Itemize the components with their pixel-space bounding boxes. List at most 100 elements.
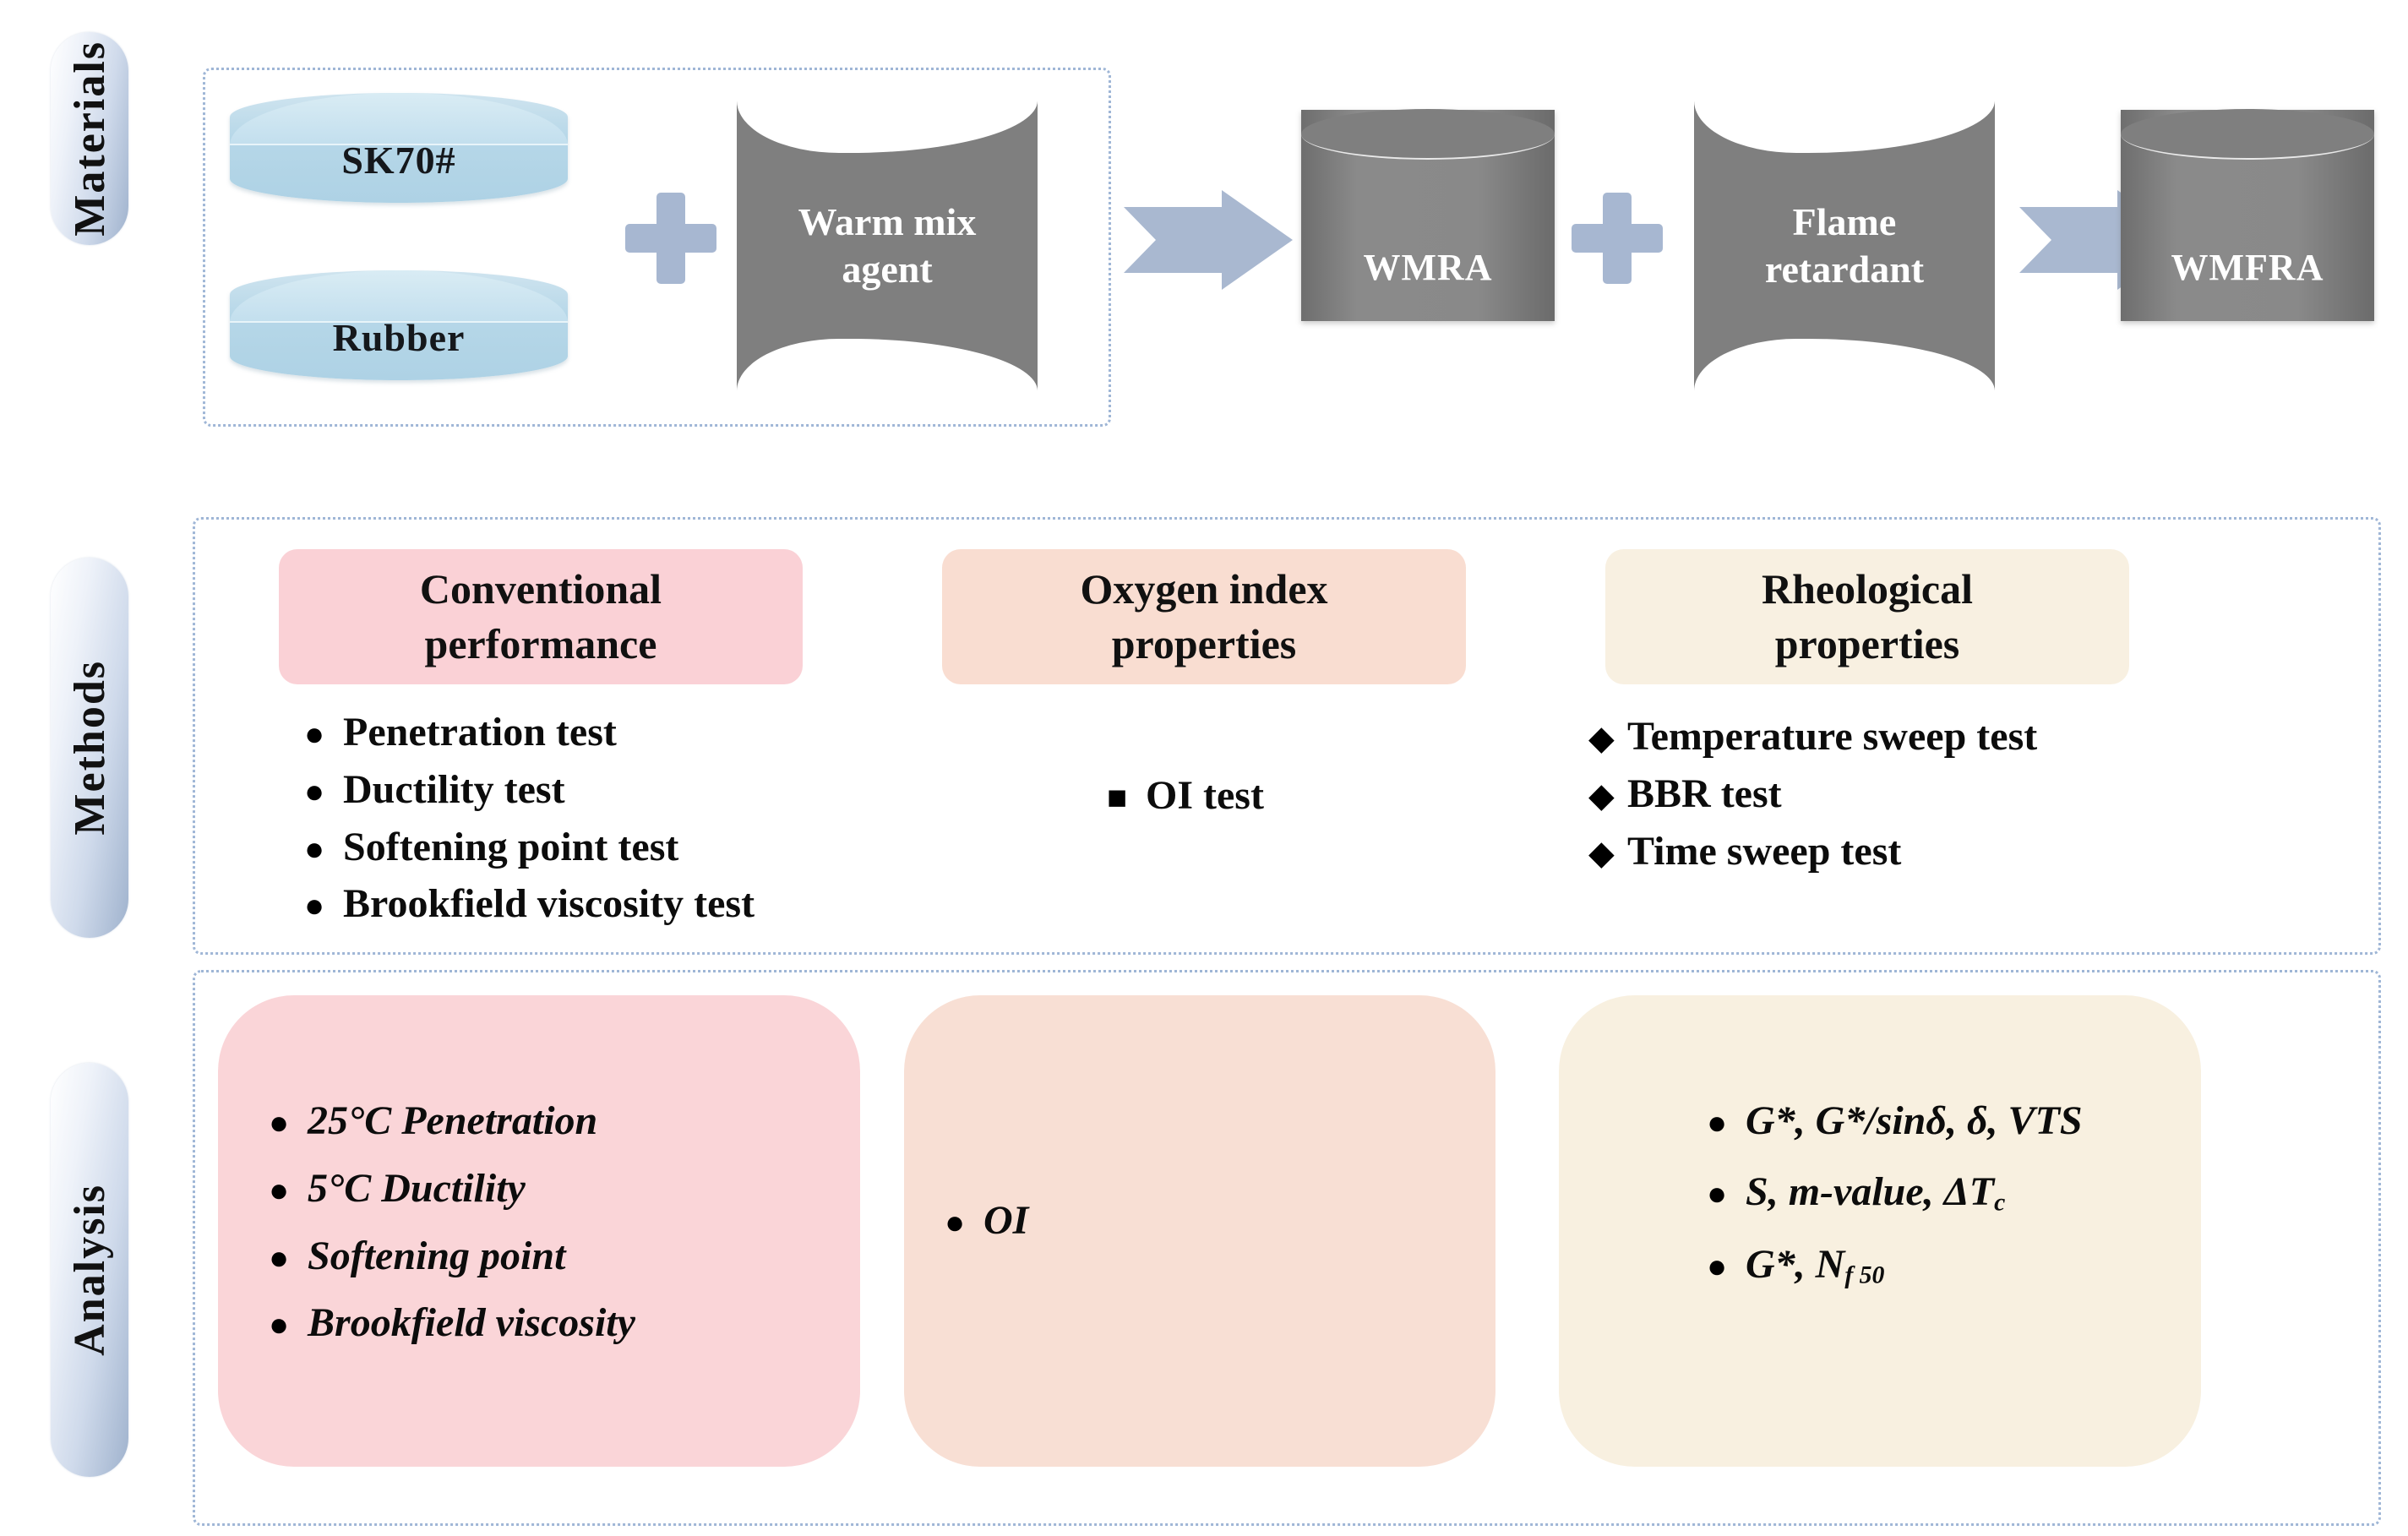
list-item[interactable]: ● G*, Nf 50 [1707, 1242, 2083, 1289]
warm-mix-agent-label: Warm mix agent [798, 199, 977, 293]
list-item[interactable]: ◆ BBR test [1588, 771, 2037, 817]
flame-retardant-label: Flame retardant [1765, 199, 1924, 293]
methods-header-oxygen-line1: Oxygen index [1080, 565, 1328, 613]
material-disc-rubber: Rubber [230, 270, 568, 380]
methods-header-rheological-label: Rheological properties [1762, 562, 1973, 672]
methods-header-rheological-line1: Rheological [1762, 565, 1973, 613]
analysis-frame [193, 970, 2381, 1526]
row-label-analysis-text: Analysis [65, 1184, 114, 1356]
bullet-circle-icon: ● [304, 771, 325, 810]
methods-header-conventional[interactable]: Conventional performance [279, 549, 803, 684]
flag-wave-bottom-1 [737, 339, 1038, 391]
methods-frame [193, 517, 2381, 955]
list-item-label: Ductility test [343, 766, 565, 812]
flame-retardant-line2: retardant [1764, 248, 1925, 291]
product-cylinder-wmfra: WMFRA [2121, 109, 2374, 321]
flag-wave-top-2 [1694, 101, 1995, 153]
analysis-list-oxygen: ● OI [945, 1198, 1028, 1255]
list-item-label: Brookfield viscosity [308, 1300, 635, 1346]
methods-header-rheological[interactable]: Rheological properties [1605, 549, 2129, 684]
bullet-diamond-icon: ◆ [1588, 776, 1615, 814]
bullet-square-icon: ■ [1107, 778, 1128, 816]
list-item-label: OI [983, 1198, 1029, 1243]
bullet-circle-icon: ● [269, 1170, 290, 1209]
methods-list-conventional: ● Penetration test ● Ductility test ● So… [304, 710, 755, 939]
analysis-box-oxygen[interactable] [904, 995, 1495, 1467]
methods-header-conventional-line1: Conventional [419, 565, 662, 613]
list-item[interactable]: ● OI [945, 1198, 1028, 1244]
plus-icon-2-bar-v [1603, 193, 1632, 284]
flag-wave-top-1 [737, 101, 1038, 153]
bullet-circle-icon: ● [269, 1238, 290, 1277]
list-item-label: S, m-value, ΔTc [1746, 1168, 2006, 1217]
warm-mix-agent-line2: agent [842, 248, 933, 291]
list-item-label: G*, G*/sinδ, δ, VTS [1746, 1098, 2083, 1143]
list-item[interactable]: ◆ Temperature sweep test [1588, 714, 2037, 760]
bullet-circle-icon: ● [1707, 1174, 1728, 1212]
product-cylinder-wmra-label: WMRA [1363, 247, 1493, 288]
bullet-circle-icon: ● [269, 1305, 290, 1344]
methods-header-oxygen[interactable]: Oxygen index properties [942, 549, 1466, 684]
product-cylinder-wmra: WMRA [1301, 109, 1555, 321]
bullet-circle-icon: ● [1707, 1103, 1728, 1141]
list-item-label: 25°C Penetration [308, 1098, 598, 1143]
list-item-label: Penetration test [343, 710, 617, 754]
arrow-right-icon-1 [1124, 190, 1293, 290]
bullet-diamond-icon: ◆ [1588, 833, 1615, 872]
list-item-label: Softening point test [343, 824, 679, 869]
list-item[interactable]: ● Brookfield viscosity [269, 1300, 635, 1346]
bullet-circle-icon: ● [269, 1103, 290, 1141]
methods-header-oxygen-line2: properties [1111, 620, 1297, 667]
list-item-label: Temperature sweep test [1627, 714, 2038, 759]
bullet-circle-icon: ● [1707, 1246, 1728, 1285]
methods-header-conventional-line2: performance [424, 620, 657, 667]
list-item[interactable]: ● S, m-value, ΔTc [1707, 1169, 2083, 1217]
material-disc-rubber-label: Rubber [332, 315, 466, 359]
plus-icon-1-bar-v [656, 193, 685, 284]
methods-list-oxygen: ■ OI test [1107, 773, 1264, 831]
list-item[interactable]: ● Brookfield viscosity test [304, 881, 755, 927]
list-item[interactable]: ● Softening point test [304, 825, 755, 870]
analysis-box-rheological[interactable] [1559, 995, 2201, 1467]
list-item-label: 5°C Ductility [308, 1165, 526, 1211]
list-item[interactable]: ● Ductility test [304, 767, 755, 813]
list-item[interactable]: ◆ Time sweep test [1588, 829, 2037, 874]
list-item-label: OI test [1146, 773, 1264, 818]
methods-list-rheological: ◆ Temperature sweep test ◆ BBR test ◆ Ti… [1588, 714, 2037, 885]
methods-header-oxygen-label: Oxygen index properties [1080, 562, 1327, 672]
list-item-label: BBR test [1627, 771, 1782, 816]
list-item-label: Brookfield viscosity test [343, 881, 755, 927]
bullet-circle-icon: ● [304, 715, 325, 753]
list-item[interactable]: ■ OI test [1107, 773, 1264, 819]
warm-mix-agent-shape: Warm mix agent [737, 101, 1038, 391]
bullet-circle-icon: ● [945, 1203, 966, 1241]
bullet-circle-icon: ● [304, 829, 325, 868]
flame-retardant-shape: Flame retardant [1694, 101, 1995, 391]
analysis-list-conventional: ● 25°C Penetration ● 5°C Ductility ● Sof… [269, 1098, 635, 1368]
list-item[interactable]: ● G*, G*/sinδ, δ, VTS [1707, 1098, 2083, 1144]
list-item[interactable]: ● 5°C Ductility [269, 1166, 635, 1212]
list-item[interactable]: ● 25°C Penetration [269, 1098, 635, 1144]
row-label-analysis: Analysis [51, 1063, 128, 1477]
row-label-materials: Materials [51, 32, 128, 245]
list-item[interactable]: ● Penetration test [304, 710, 755, 755]
bullet-diamond-icon: ◆ [1588, 719, 1615, 757]
product-cylinder-wmfra-label: WMFRA [2171, 247, 2324, 288]
list-item[interactable]: ● Softening point [269, 1234, 635, 1279]
list-item-label: Time sweep test [1627, 828, 1902, 874]
flag-wave-bottom-2 [1694, 339, 1995, 391]
methods-header-conventional-label: Conventional performance [420, 562, 662, 672]
material-disc-sk70: SK70# [230, 93, 568, 203]
list-item-label: G*, Nf 50 [1746, 1241, 1885, 1289]
methods-header-rheological-line2: properties [1774, 620, 1960, 667]
flame-retardant-line1: Flame [1792, 199, 1897, 243]
row-label-methods: Methods [51, 558, 128, 938]
plus-icon-1 [625, 193, 716, 284]
warm-mix-agent-line1: Warm mix [798, 199, 977, 243]
materials-frame [203, 68, 1111, 427]
analysis-box-conventional[interactable] [218, 995, 860, 1467]
bullet-circle-icon: ● [304, 886, 325, 925]
analysis-list-rheological: ● G*, G*/sinδ, δ, VTS ● S, m-value, ΔTc … [1707, 1098, 2083, 1315]
list-item-label: Softening point [308, 1233, 566, 1278]
row-label-materials-text: Materials [65, 41, 114, 237]
